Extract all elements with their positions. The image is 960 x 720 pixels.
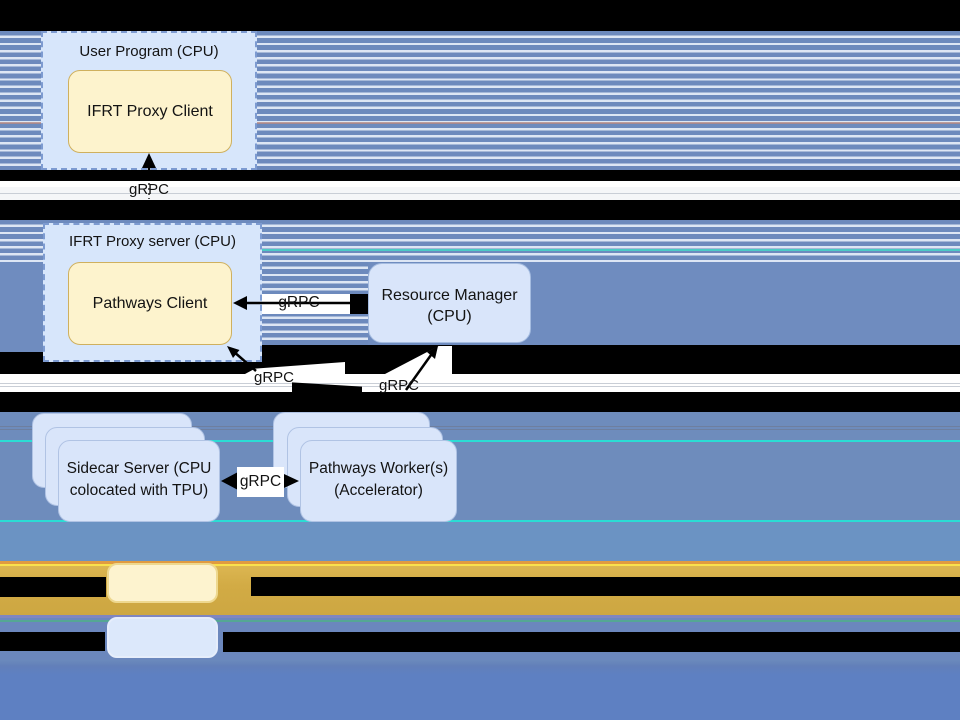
glitch-line-gray-3 <box>0 386 960 387</box>
glitch-band-black-4 <box>0 392 960 412</box>
sidecar-line1: Sidecar Server (CPU <box>66 460 212 477</box>
legend-row1-glitch-bar-left <box>0 577 106 597</box>
glitch-line-purple <box>0 615 960 618</box>
band-bottom-blue <box>0 660 960 720</box>
worker-line2: (Accelerator) <box>334 482 423 499</box>
blue-patch-left <box>0 345 43 352</box>
sidecar-label: Sidecar Server (CPU colocated with TPU) <box>58 458 220 502</box>
legend-blue-swatch <box>107 617 218 658</box>
ifrt-proxy-client-box <box>68 70 232 153</box>
glitch-band-white-1 <box>0 181 960 187</box>
sidecar-line2: colocated with TPU) <box>69 482 209 499</box>
glitch-line-orange <box>0 561 960 564</box>
worker-line1: Pathways Worker(s) <box>308 460 449 477</box>
glitch-line-gray-5 <box>0 429 960 430</box>
glitch-line-yellow <box>0 564 960 566</box>
resource-manager-label: Resource Manager (CPU) <box>368 285 531 327</box>
glitch-line-cyan-2 <box>0 440 960 442</box>
glitch-line-red <box>0 122 960 124</box>
resource-manager-line2: (CPU) <box>427 308 472 325</box>
proxy-server-title: IFRT Proxy server (CPU) <box>69 233 236 250</box>
glitch-arrowhead-block <box>350 294 368 314</box>
resource-manager-box <box>368 263 531 343</box>
worker-label: Pathways Worker(s) (Accelerator) <box>300 458 457 502</box>
sidecar-stack-front <box>58 440 220 522</box>
glitch-wedge-black <box>292 382 362 392</box>
grpc-chip-worker-link <box>237 467 284 497</box>
grpc-label-rm-uplink: gRPC <box>378 377 419 394</box>
grpc-label-sidecar-uplink: gRPC <box>253 369 294 386</box>
pathways-client-box <box>68 262 232 345</box>
glitch-line-cyan-3 <box>0 520 960 522</box>
glitch-line-gray-4 <box>0 426 960 427</box>
pathways-client-label: Pathways Client <box>92 295 208 312</box>
grpc-label-worker-link: gRPC <box>239 473 282 490</box>
legend-row2-glitch-bar-right <box>223 632 960 652</box>
glitch-line-teal <box>0 620 960 622</box>
glitch-line-cyan-1 <box>262 249 960 251</box>
worker-stack-front <box>300 440 457 522</box>
glitch-line-gray-1 <box>0 193 960 194</box>
legend-yellow-swatch <box>107 563 218 603</box>
user-program-title: User Program (CPU) <box>79 43 219 60</box>
grpc-label-client-rm: gRPC <box>278 294 320 311</box>
glitch-line-gray-2 <box>0 383 960 384</box>
legend-row2-glitch-bar-left <box>0 632 105 651</box>
resource-manager-line1: Resource Manager <box>381 287 518 304</box>
ifrt-proxy-client-label: IFRT Proxy Client <box>87 103 213 120</box>
legend-row1-glitch-bar-right <box>251 577 960 596</box>
glitch-band-black-1 <box>0 170 960 181</box>
glitch-band-top-black <box>0 0 960 31</box>
band-blue-lighter <box>0 522 960 565</box>
grpc-label-client-proxy: gRPC <box>128 181 169 198</box>
glitch-band-black-2 <box>0 200 960 220</box>
